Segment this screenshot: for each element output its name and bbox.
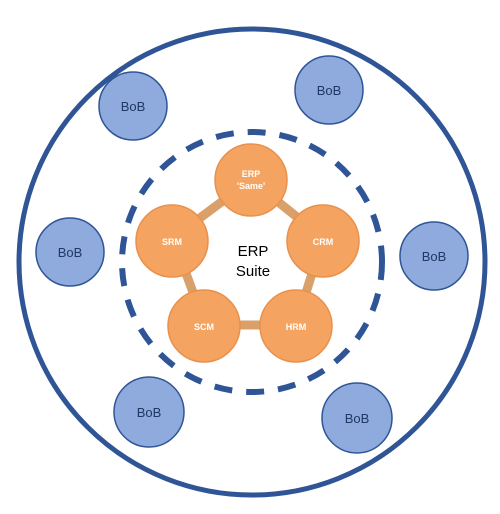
module-label-line1: ERP [242,169,261,179]
center-label-line2: Suite [236,263,270,280]
module-hrm: HRM [259,289,333,363]
bob-node-top-right: BoB [294,55,364,125]
outer-ring [16,26,488,498]
bob-label: BoB [121,99,146,114]
module-erp-same: ERP 'Same' [214,143,288,217]
bob-node-top-left: BoB [98,71,168,141]
bob-label: BoB [422,249,447,264]
bob-label: BoB [137,405,162,420]
dashed-ring [119,129,385,395]
module-label: SRM [162,237,182,247]
bob-label: BoB [317,83,342,98]
module-label: HRM [286,322,307,332]
bob-node-bottom-right: BoB [321,382,393,454]
bob-node-right: BoB [399,221,469,291]
bob-node-left: BoB [35,217,105,287]
bob-node-bottom-left: BoB [113,376,185,448]
module-crm: CRM [286,204,360,278]
module-label: CRM [313,237,334,247]
bob-label: BoB [345,411,370,426]
module-srm: SRM [135,204,209,278]
bob-label: BoB [58,245,83,260]
module-label: SCM [194,322,214,332]
module-scm: SCM [167,289,241,363]
module-label-line2: 'Same' [237,181,265,191]
center-label-line1: ERP [238,243,269,260]
